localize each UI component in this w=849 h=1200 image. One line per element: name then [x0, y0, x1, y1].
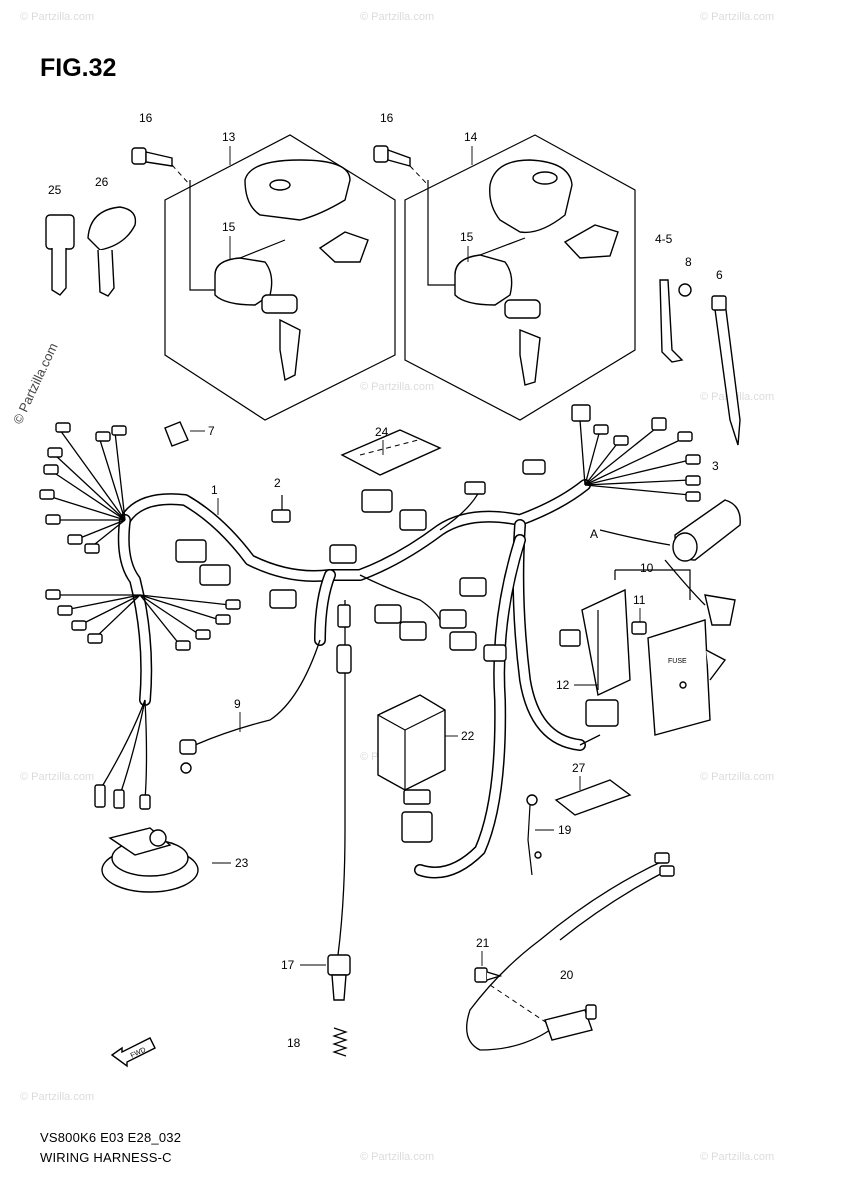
ignition-switch-set-14 [404, 134, 636, 421]
callout-16-right: 16 [380, 111, 394, 125]
svg-text:© Partzilla.com: © Partzilla.com [20, 1091, 94, 1103]
callout-20: 20 [560, 968, 574, 982]
callout-15-right: 15 [460, 230, 474, 244]
callout-23: 23 [235, 856, 249, 870]
clamp-7 [164, 421, 189, 447]
forward-arrow-icon: FWD [110, 1037, 156, 1068]
sensor-lead-9 [179, 639, 321, 774]
callout-19: 19 [558, 823, 572, 837]
connector-fan-upper-left [39, 422, 127, 554]
bracket-4-5 [659, 279, 684, 363]
ignitor-unit-22 [377, 694, 446, 843]
bolt-21-leader [489, 984, 551, 1026]
connector-branch-lower-left [94, 699, 151, 810]
callout-18: 18 [287, 1036, 301, 1050]
screw-leader-right [409, 165, 429, 186]
svg-text:© Partzilla.com: © Partzilla.com [360, 381, 434, 393]
key-25 [45, 214, 75, 296]
ignition-switch-set-13 [164, 134, 396, 421]
callout-1: 1 [211, 483, 218, 497]
callout-labels: 16 16 13 14 25 26 15 15 4-5 8 6 24 7 1 2… [48, 111, 723, 1050]
svg-text:© Partzilla.com: © Partzilla.com [20, 771, 94, 783]
callout-14: 14 [464, 130, 478, 144]
clamp-19 [526, 794, 542, 876]
callout-4-5: 4-5 [655, 232, 673, 246]
switch-lead-17 [327, 600, 352, 1001]
label-sheet-24 [340, 429, 442, 476]
callout-16-left: 16 [139, 111, 153, 125]
band-6 [711, 295, 741, 446]
svg-text:© Partzilla.com: © Partzilla.com [20, 11, 94, 23]
connector-fan-upper-right [571, 404, 701, 502]
callout-15-left: 15 [222, 220, 236, 234]
key-26 [87, 206, 137, 297]
connector-fan-lower-left [45, 589, 241, 651]
bolt-21 [474, 967, 503, 983]
screw-2 [271, 495, 291, 523]
callout-11: 11 [633, 593, 646, 607]
screw-16-left [131, 147, 173, 167]
main-harness-1 [117, 479, 591, 879]
callout-13: 13 [222, 130, 236, 144]
callout-17: 17 [281, 958, 295, 972]
callout-22: 22 [461, 729, 475, 743]
svg-text:© Partzilla.com: © Partzilla.com [360, 11, 434, 23]
figure-title: FIG.32 [40, 54, 117, 82]
callout-12: 12 [556, 678, 570, 692]
relay-connector-mid-left [175, 539, 231, 586]
callout-A: A [590, 527, 598, 541]
condenser-3 [599, 499, 741, 626]
callout-3: 3 [712, 459, 719, 473]
svg-text:© Partzilla.com: © Partzilla.com [700, 11, 774, 23]
callout-26: 26 [95, 175, 109, 189]
diode-connector [579, 699, 619, 746]
lead-wire-20 [466, 852, 675, 1051]
callout-25: 25 [48, 183, 62, 197]
footer-drawing-code: VS800K6 E03 E28_032 [40, 1130, 182, 1145]
callout-27: 27 [572, 761, 586, 775]
callout-9: 9 [234, 697, 241, 711]
screw-8 [678, 283, 692, 297]
callout-7: 7 [208, 424, 215, 438]
callout-2: 2 [274, 476, 281, 490]
callout-21: 21 [476, 936, 490, 950]
svg-text:FUSE: FUSE [668, 658, 687, 665]
footer-drawing-name: WIRING HARNESS-C [40, 1150, 172, 1165]
screw-16-right [373, 145, 411, 167]
callout-8: 8 [685, 255, 692, 269]
svg-text:© Partzilla.com: © Partzilla.com [700, 771, 774, 783]
callout-24: 24 [375, 425, 389, 439]
screw-leader-left [171, 164, 191, 186]
svg-text:© Partzilla.com: © Partzilla.com [700, 1151, 774, 1163]
callout-10: 10 [640, 561, 654, 575]
horn-23 [101, 827, 199, 893]
central-connectors [269, 459, 546, 662]
spring-18 [332, 1027, 348, 1057]
fuse-box-10: FUSE [559, 569, 727, 736]
callout-6: 6 [716, 268, 723, 282]
label-sheet-27 [554, 779, 632, 816]
svg-text:© Partzilla.com: © Partzilla.com [360, 1151, 434, 1163]
